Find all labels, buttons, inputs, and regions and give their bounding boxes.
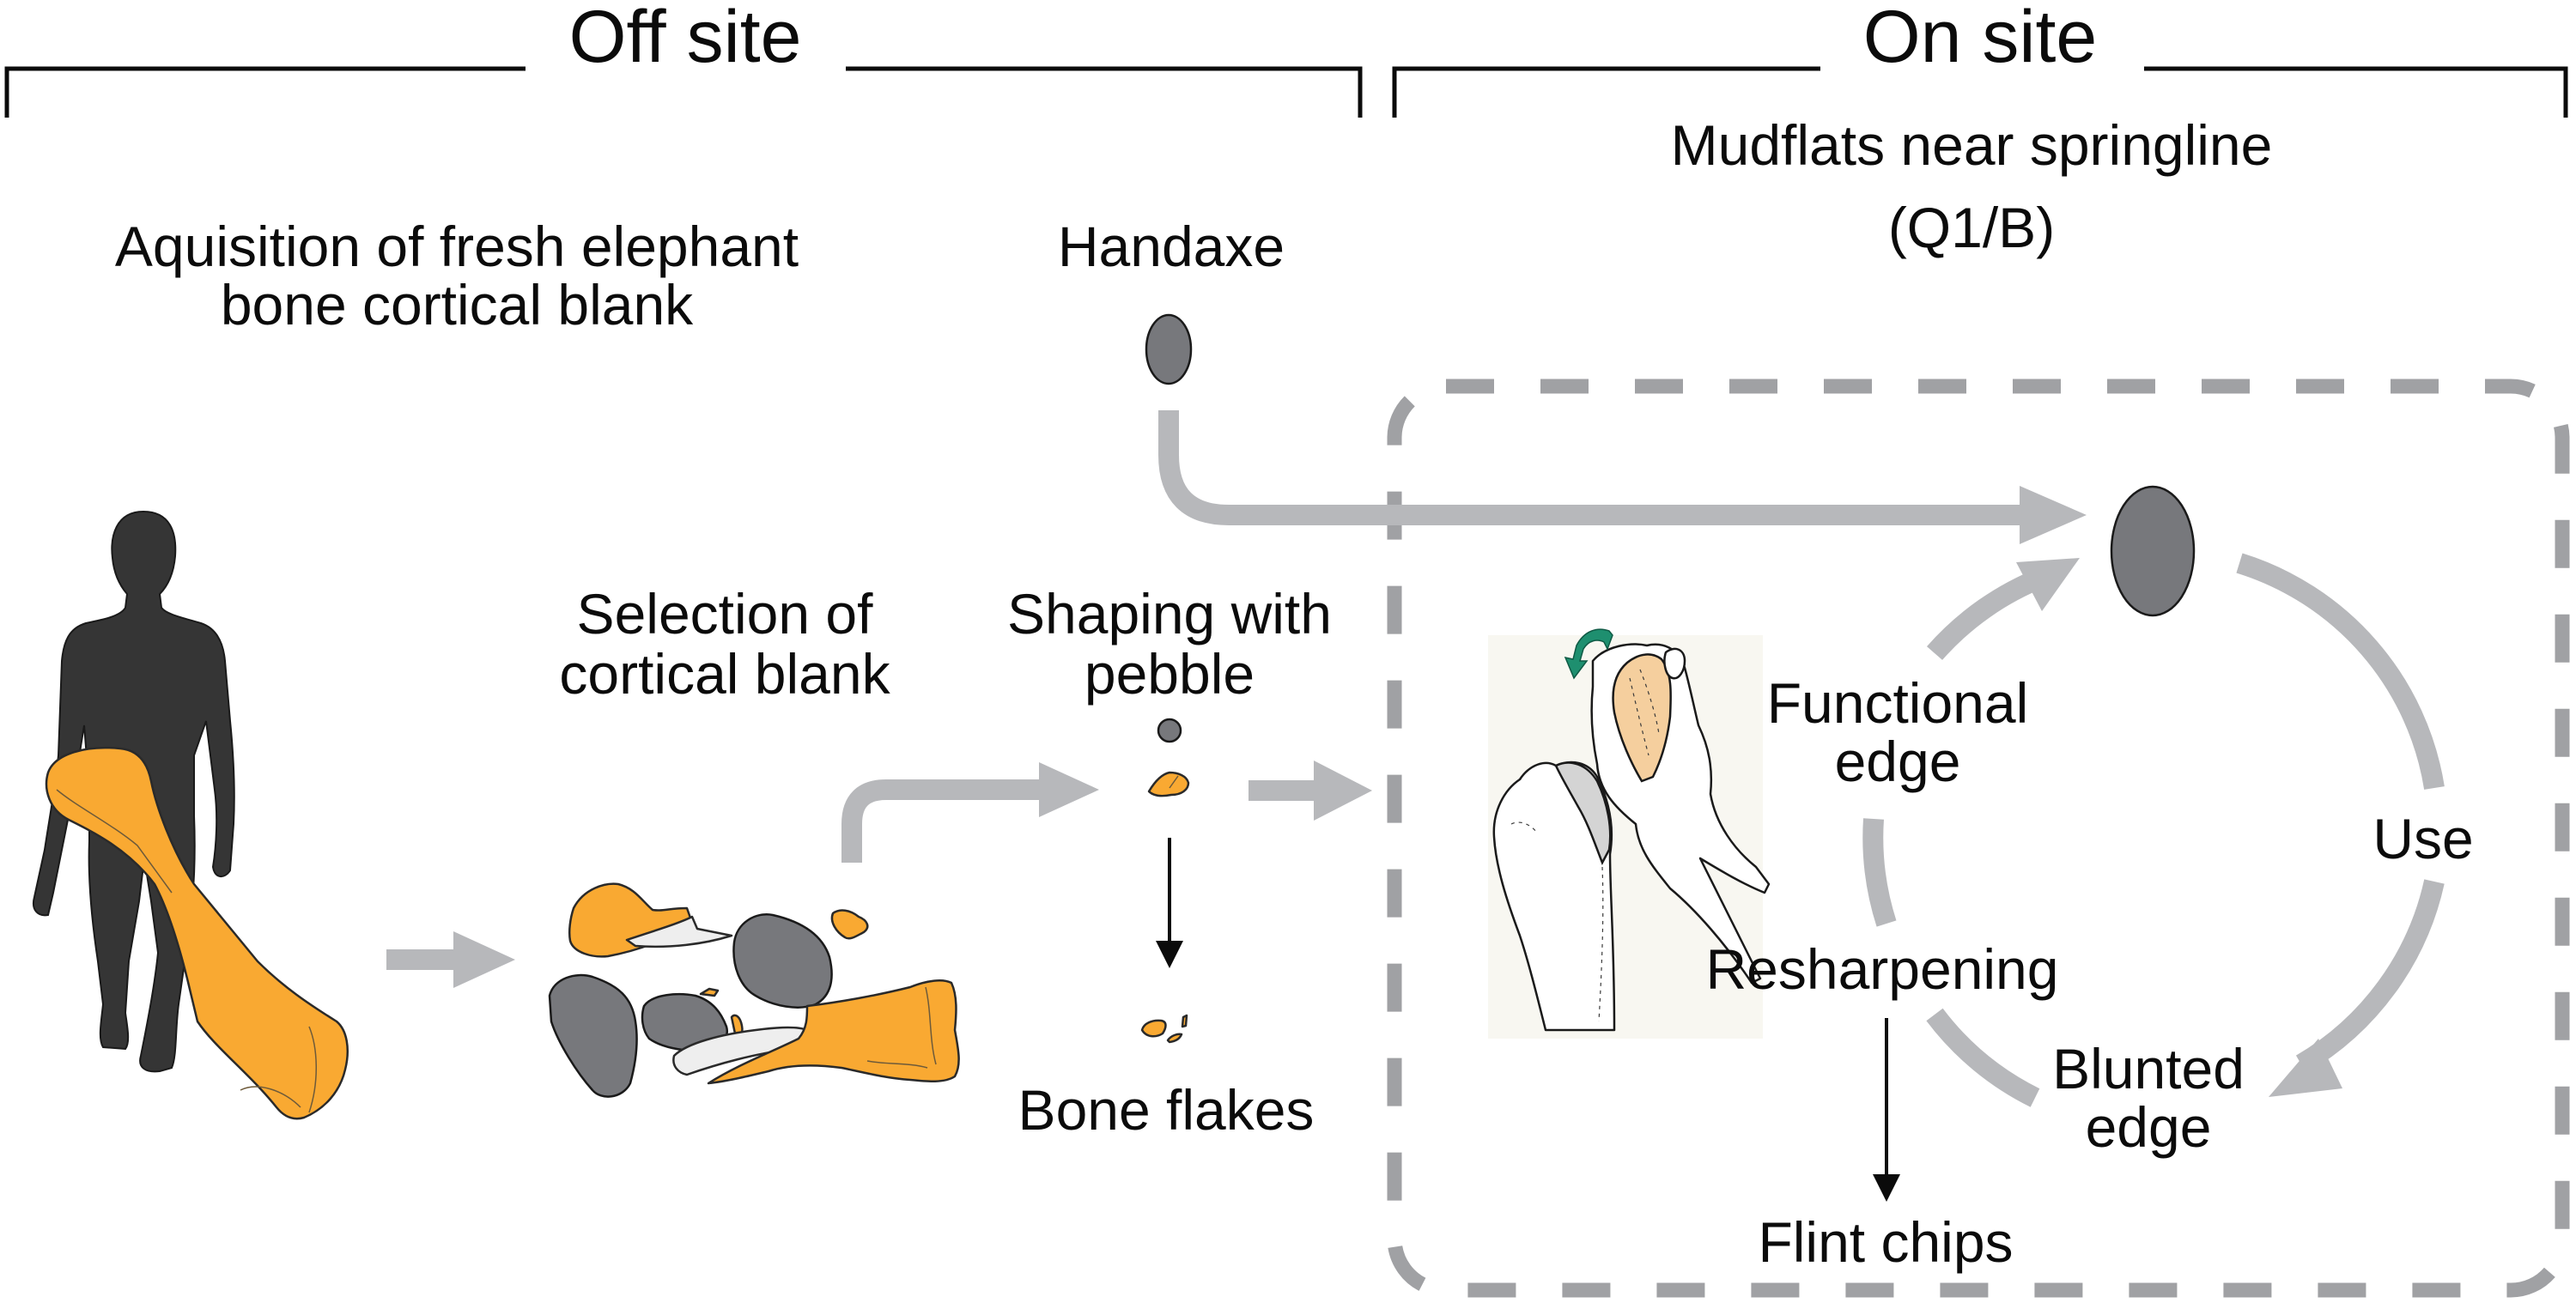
stone-cluster-icon: [548, 882, 960, 1098]
functional-edge-arc-arrow: [1862, 558, 2080, 927]
functional-edge-label-line1: Functional: [1767, 671, 2029, 735]
acquisition-to-selection-arrow: [386, 931, 515, 988]
hands-retouching-illustration: [1488, 628, 1771, 1039]
bone-flakes-icon: [1140, 1014, 1188, 1044]
hammerstone: [1554, 761, 1612, 865]
use-label: Use: [2372, 807, 2473, 870]
location-label: Mudflats near springline: [1671, 113, 2273, 177]
selection-to-shaping-arrow: [841, 762, 1099, 863]
flint-chips-label: Flint chips: [1758, 1210, 2013, 1274]
resharpening-label: Resharpening: [1706, 937, 2059, 1001]
handaxe-to-site-arrow: [1158, 410, 2087, 544]
rotation-arrow-icon: [1564, 628, 1613, 680]
flint-handaxe: [1612, 653, 1672, 783]
human-silhouette-icon: [33, 510, 349, 1120]
selection-label-line2: cortical blank: [559, 642, 890, 706]
bone-shard: [625, 915, 733, 948]
shaping-to-site-arrow: [1249, 761, 1372, 821]
functional-edge-label-line2: edge: [1835, 730, 1961, 793]
resharpening-arc: [1926, 1008, 2040, 1107]
stone: [548, 973, 638, 1098]
handaxe-on-site-icon: [2110, 485, 2196, 617]
acquisition-label-line1: Aquisition of fresh elephant: [115, 215, 799, 278]
shaping-label-line1: Shaping with: [1007, 582, 1332, 645]
shaping-label-line2: pebble: [1084, 642, 1255, 706]
resharpening-to-chips-arrow: [1873, 1018, 1900, 1202]
selection-label-line1: Selection of: [577, 582, 874, 645]
blunted-edge-label-line1: Blunted: [2052, 1037, 2245, 1100]
blunted-edge-label-line2: edge: [2086, 1095, 2212, 1159]
off-site-heading: Off site: [569, 0, 802, 78]
on-site-dashed-box: [1387, 379, 2570, 1298]
handaxe-label: Handaxe: [1058, 215, 1285, 278]
stone: [732, 913, 833, 1009]
bone-blank: [707, 979, 960, 1085]
on-site-bracket: On site: [1392, 0, 2568, 118]
off-site-bracket: Off site: [4, 0, 1363, 118]
acquisition-label-line2: bone cortical blank: [221, 273, 694, 336]
bone-fragment: [699, 987, 720, 997]
location-sublabel: (Q1/B): [1888, 196, 2055, 259]
use-arc-arrow: [2236, 553, 2445, 1097]
pebble-icon: [1157, 718, 1182, 743]
elephant-bone-icon: [45, 746, 349, 1120]
shaping-to-flakes-arrow: [1156, 838, 1183, 968]
on-site-heading: On site: [1863, 0, 2097, 78]
bone-flakes-label: Bone flakes: [1018, 1078, 1315, 1142]
handaxe-icon: [1145, 313, 1193, 385]
bone-fragment: [830, 909, 869, 940]
shaped-bone-icon: [1147, 771, 1190, 797]
